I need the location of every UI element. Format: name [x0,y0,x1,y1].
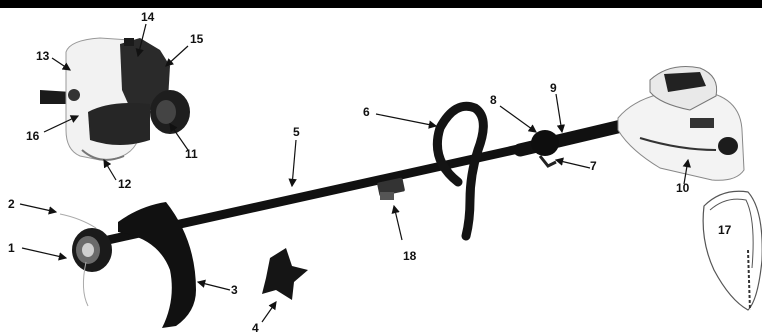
throttle-housing [531,130,559,166]
power-head [618,67,744,181]
shaft [108,122,640,240]
callout-14: 14 [141,11,154,23]
blade [262,248,308,300]
callout-18: 18 [403,250,416,262]
engine-unit [40,38,190,160]
callout-3: 3 [231,284,238,296]
callout-5: 5 [293,126,300,138]
trimmer-head [60,214,112,306]
assist-handle [437,106,483,236]
callout-17: 17 [718,224,731,236]
callout-11: 11 [185,148,198,160]
callout-13: 13 [36,50,49,62]
callout-1: 1 [8,242,15,254]
callout-4: 4 [252,322,259,334]
callout-15: 15 [190,33,203,45]
callout-7: 7 [590,160,597,172]
callout-9: 9 [550,82,557,94]
callout-2: 2 [8,198,15,210]
callout-10: 10 [676,182,689,194]
callout-8: 8 [490,94,497,106]
callout-12: 12 [118,178,131,190]
callout-16: 16 [26,130,39,142]
callout-6: 6 [363,106,370,118]
shoulder-harness [703,191,762,310]
